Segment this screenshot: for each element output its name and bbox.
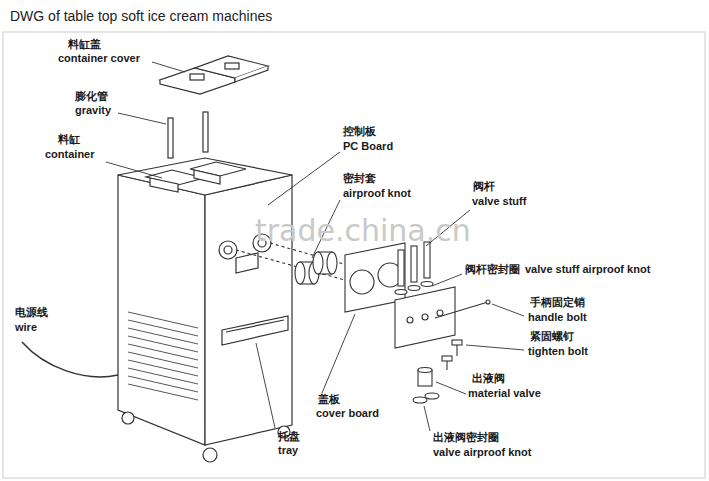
gravity-tubes <box>168 112 208 158</box>
drawing-part <box>442 356 452 361</box>
drawing-part <box>413 397 427 403</box>
drawing-part <box>422 314 428 320</box>
part-label: material valve <box>468 387 541 400</box>
part-label: container <box>45 148 95 161</box>
part-label: 密封套 <box>343 172 376 185</box>
drawing-part <box>152 62 185 72</box>
drawing-part <box>492 304 524 316</box>
drawing-part <box>432 274 462 286</box>
drawing-part <box>407 317 413 323</box>
drawing-part <box>418 368 432 373</box>
part-label: PC Board <box>343 140 393 153</box>
part-label: 料缸 <box>58 133 80 146</box>
part-label: 出液阀 <box>472 372 505 385</box>
drawing-part <box>118 175 205 445</box>
drawing-part <box>327 252 337 274</box>
drawing-part <box>313 252 323 274</box>
part-label: 电源线 <box>15 306 48 319</box>
drawing-part <box>436 382 466 394</box>
drawing-part <box>168 118 173 158</box>
part-label: 阀杆 <box>473 180 495 193</box>
part-label: valve stuff <box>472 195 526 208</box>
drawing-part <box>437 310 443 316</box>
container-covers <box>160 56 268 94</box>
exploded-parts <box>236 242 490 403</box>
drawing-part <box>203 112 208 152</box>
drawing-part <box>219 241 237 259</box>
drawing-part <box>452 340 462 345</box>
drawing-part <box>203 448 217 462</box>
drawing-part <box>435 302 488 318</box>
drawing-part <box>421 282 433 287</box>
part-label: 膨化管 <box>75 90 108 103</box>
diagram-title: DWG of table top soft ice cream machines <box>10 8 272 25</box>
drawing-part <box>122 412 134 424</box>
drawing-part <box>424 406 430 431</box>
part-label: airproof knot <box>343 187 411 200</box>
power-cable <box>22 342 118 377</box>
part-label: 紧固螺钉 <box>530 330 574 343</box>
part-label: valve stuff airproof knot <box>525 263 650 276</box>
part-label: 阀杆密封圈 <box>465 263 520 276</box>
leader-lines <box>106 62 524 431</box>
drawing-part <box>236 253 258 273</box>
drawing-part <box>268 152 340 205</box>
drawing-part <box>224 246 232 254</box>
drawing-part <box>466 345 524 350</box>
drawing-part <box>225 63 239 69</box>
drawing-part <box>226 320 284 332</box>
part-label: 料缸盖 <box>68 38 101 51</box>
part-label: 手柄固定销 <box>530 296 585 309</box>
drawing-part <box>408 286 420 291</box>
part-label: container cover <box>58 52 140 65</box>
drawing-part <box>350 270 374 294</box>
part-label: 出液阀密封圈 <box>433 431 499 444</box>
drawing-part <box>456 345 457 356</box>
drawing-part <box>106 162 162 178</box>
drawing-part <box>295 262 305 284</box>
drawing-part <box>322 314 355 393</box>
part-label: tighten bolt <box>528 345 588 358</box>
drawing-part <box>425 393 439 399</box>
part-label: 控制板 <box>343 125 376 138</box>
part-label: 盖板 <box>318 393 340 406</box>
part-label: valve airproof knot <box>433 446 531 459</box>
drawing-part <box>256 343 275 428</box>
frame <box>3 32 705 478</box>
drawing-part <box>398 250 404 286</box>
drawing-part <box>118 113 166 124</box>
part-label: gravity <box>75 104 111 117</box>
drawing-part <box>235 66 268 82</box>
drawing-part <box>150 178 178 192</box>
drawing-part <box>411 246 417 282</box>
part-label: 托盘 <box>278 430 300 443</box>
drawing-part <box>424 242 430 278</box>
watermark: trade.china.cn <box>255 214 471 247</box>
drawing-part <box>222 316 288 345</box>
drawing-part <box>395 287 455 348</box>
drawing-part <box>194 170 220 184</box>
drawing-part <box>486 300 490 304</box>
machine-body <box>118 158 292 462</box>
drawing-part <box>128 312 198 400</box>
part-label: handle bolt <box>528 311 587 324</box>
drawing-part <box>195 56 268 78</box>
drawing-part <box>118 158 292 195</box>
vents <box>128 312 198 400</box>
part-label: wire <box>15 321 37 334</box>
drawing-part <box>446 361 447 370</box>
drawing-part <box>395 290 407 295</box>
drawing-part <box>190 74 204 80</box>
part-label: cover board <box>316 407 379 420</box>
part-label: tray <box>278 444 298 457</box>
